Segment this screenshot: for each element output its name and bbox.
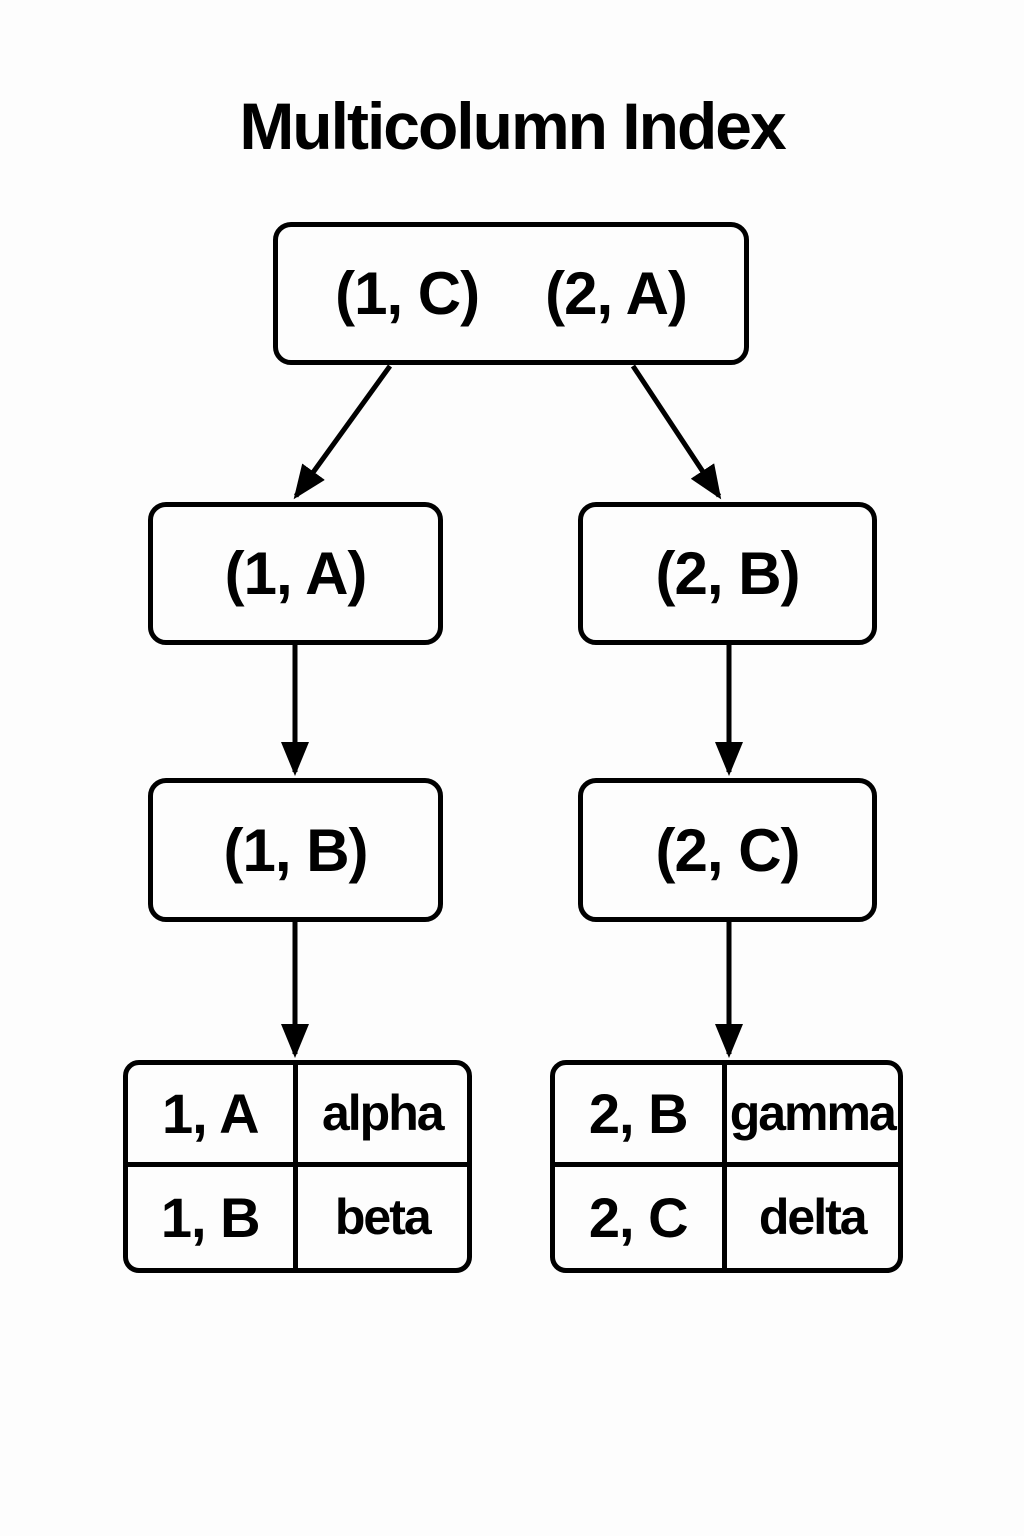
node-2c-label: (2, C)	[655, 816, 801, 884]
leaf-table-left: 1, A alpha 1, B beta	[123, 1060, 472, 1273]
table-cell-value: beta	[334, 1189, 432, 1246]
table-cell-value: delta	[758, 1189, 868, 1246]
node-2b-label: (2, B)	[655, 540, 801, 607]
table-cell-key: 1, B	[128, 1166, 298, 1268]
table-cell-value: alpha	[297, 1065, 467, 1167]
root-node: (1, C) (2, A)	[273, 222, 749, 365]
root-key-1: (1, C)	[335, 260, 480, 327]
node-1a: (1, A)	[148, 502, 443, 645]
table-cell-key: 2, B	[555, 1065, 727, 1167]
node-1b: (1, B)	[148, 778, 443, 922]
node-2b: (2, B)	[578, 502, 877, 645]
node-2c: (2, C)	[578, 778, 877, 922]
arrow-root-to-node-2b	[630, 364, 722, 500]
root-key-2: (2, A)	[545, 260, 688, 327]
table-cell-key: 2, C	[555, 1166, 727, 1268]
leaf-table-right: 2, B gamma 2, C delta	[550, 1060, 903, 1273]
node-1b-label: (1, B)	[223, 816, 369, 884]
node-1a-label: (1, A)	[224, 540, 368, 607]
table-cell-key: 1, A	[128, 1065, 298, 1167]
table-cell-value: gamma	[726, 1065, 898, 1167]
diagram-title: Multicolumn Index	[239, 89, 786, 163]
arrow-root-to-node-1a	[293, 364, 393, 500]
